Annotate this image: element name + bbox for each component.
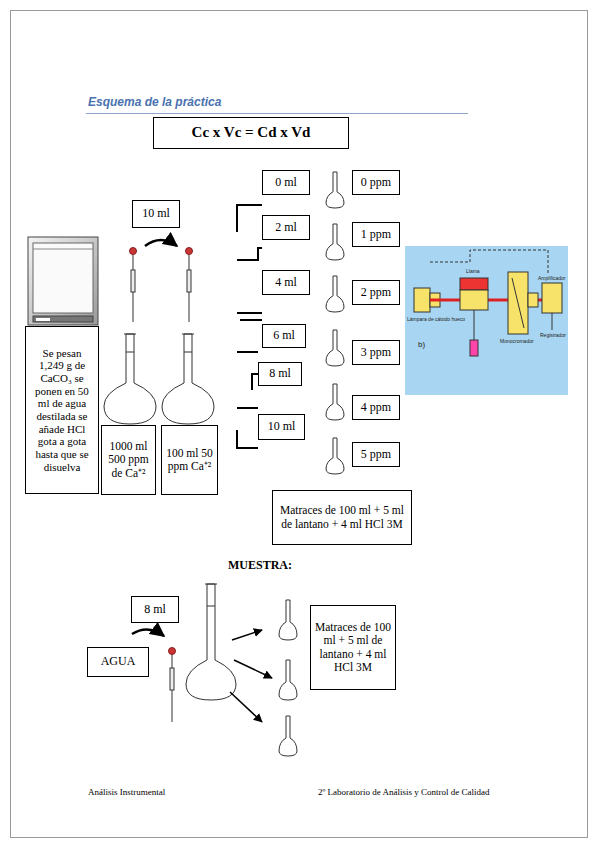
sample-small-flasks [279, 600, 297, 756]
box-text: 6 ml [266, 329, 302, 343]
box-text: 10 ml [262, 420, 301, 434]
volume-box: 6 ml [262, 324, 306, 348]
concentration-box: 1 ppm [352, 222, 400, 247]
box-text: AGUA [91, 655, 145, 669]
volume-box: 2 ml [262, 215, 310, 240]
dilution-box: 100 ml 50 ppm Ca⁺² [161, 425, 218, 495]
formula-box: Cc x Vc = Cd x Vd [153, 117, 349, 149]
footer-text: Análisis Instrumental [88, 787, 165, 797]
box-text: Matraces de 100 ml + 5 ml de lantano + 4… [314, 621, 392, 674]
part-label: Monocromador [500, 338, 534, 344]
stock-solution-box: 1000 ml 500 ppm de Ca⁺² [101, 425, 156, 495]
section-label: MUESTRA: [228, 558, 292, 573]
volume-box: 0 ml [262, 170, 310, 195]
pipettes [130, 240, 193, 322]
box-text: 10 ml [136, 207, 176, 221]
concentration-box: 2 ppm [352, 280, 400, 305]
section-heading: Esquema de la práctica [88, 95, 221, 109]
page-border [11, 11, 588, 838]
box-text: 2 ppm [356, 286, 396, 300]
flask-note: Matraces de 100 ml + 5 ml de lantano + 4… [310, 605, 396, 690]
box-text: 2 ml [266, 221, 306, 235]
concentration-box: 3 ppm [352, 340, 400, 365]
box-text: 100 ml 50 ppm Ca⁺² [165, 447, 214, 473]
part-label: Lámpara de cátodo hueco [407, 316, 465, 322]
part-label: Llama [466, 268, 480, 274]
box-text: Matraces de 100 ml + 5 ml de lantano + 4… [276, 504, 408, 530]
balance [28, 237, 98, 325]
box-text: 4 ppm [356, 401, 396, 415]
volume-box: 4 ml [262, 270, 310, 295]
box-text: 8 ml [262, 367, 298, 381]
volume-box: 8 ml [258, 362, 302, 386]
part-label: Registrador [540, 332, 566, 338]
concentration-box: 5 ppm [352, 442, 400, 467]
box-text: 5 ppm [356, 448, 396, 462]
box-text: 0 ml [266, 176, 306, 190]
volume-box: 10 ml [132, 200, 180, 228]
volume-box: 8 ml [131, 596, 179, 623]
volumetric-flasks [104, 334, 214, 424]
flask-note: Matraces de 100 ml + 5 ml de lantano + 4… [272, 490, 412, 545]
sample-box: AGUA [87, 647, 149, 677]
sample-arrows [230, 630, 272, 722]
box-text: 1000 ml 500 ppm de Ca⁺² [105, 440, 152, 480]
sample-flask [186, 584, 236, 700]
small-flasks [326, 172, 344, 474]
heading-rule [86, 113, 468, 114]
procedure-note: Se pesan 1,249 g de CaCO₃ se ponen en 50… [25, 326, 99, 494]
box-text: 0 ppm [356, 176, 396, 190]
box-text: 8 ml [135, 603, 175, 617]
box-text: 4 ml [266, 276, 306, 290]
box-text: Se pesan 1,249 g de CaCO₃ se ponen en 50… [29, 347, 95, 473]
aas-instrument [405, 246, 568, 395]
part-label: Amplificador [538, 275, 566, 281]
brackets [237, 205, 262, 448]
concentration-box: 0 ppm [352, 170, 400, 195]
figure-letter: b) [418, 340, 425, 349]
box-text: 1 ppm [356, 228, 396, 242]
box-text: 3 ppm [356, 346, 396, 360]
volume-box: 10 ml [258, 414, 305, 440]
concentration-box: 4 ppm [352, 395, 400, 420]
box-text: Cc x Vc = Cd x Vd [157, 124, 345, 141]
footer-text: 2º Laboratorio de Análisis y Control de … [318, 787, 490, 797]
